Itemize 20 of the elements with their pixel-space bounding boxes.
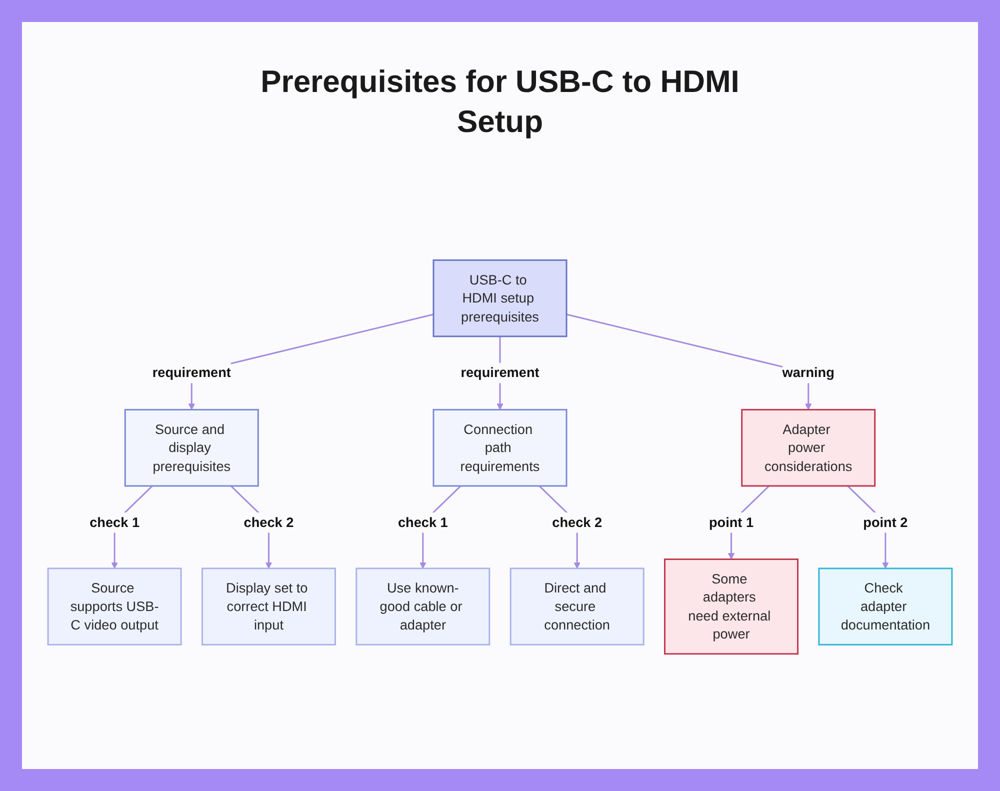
edge-label: check 2	[244, 514, 294, 530]
edge-label: check 1	[90, 514, 140, 530]
node-box: Some adapters need external power	[664, 558, 799, 655]
edge-label: requirement	[152, 365, 231, 380]
node-box: Adapter power considerations	[741, 408, 876, 487]
node-box: Source and display prerequisites	[124, 408, 259, 487]
edge-label: point 1	[708, 514, 754, 530]
node-box: Display set to correct HDMI input	[201, 568, 336, 646]
node-box: Source supports USB-C video output	[47, 568, 182, 646]
edge-label: check 2	[552, 514, 602, 530]
node-box: USB-C to HDMI setup prerequisites	[432, 259, 568, 338]
node-box: Check adapter documentation	[818, 568, 953, 646]
diagram-title: Prerequisites for USB-C to HDMI Setup	[260, 63, 740, 141]
edge-label: warning	[782, 365, 834, 380]
edge-label: check 1	[398, 514, 448, 530]
edge-label: point 2	[863, 514, 908, 530]
node-box: Use known-good cable or adapter	[356, 568, 490, 646]
node-box: Connection path requirements	[432, 408, 568, 487]
edge-label: requirement	[460, 365, 540, 380]
node-box: Direct and secure connection	[510, 568, 644, 646]
